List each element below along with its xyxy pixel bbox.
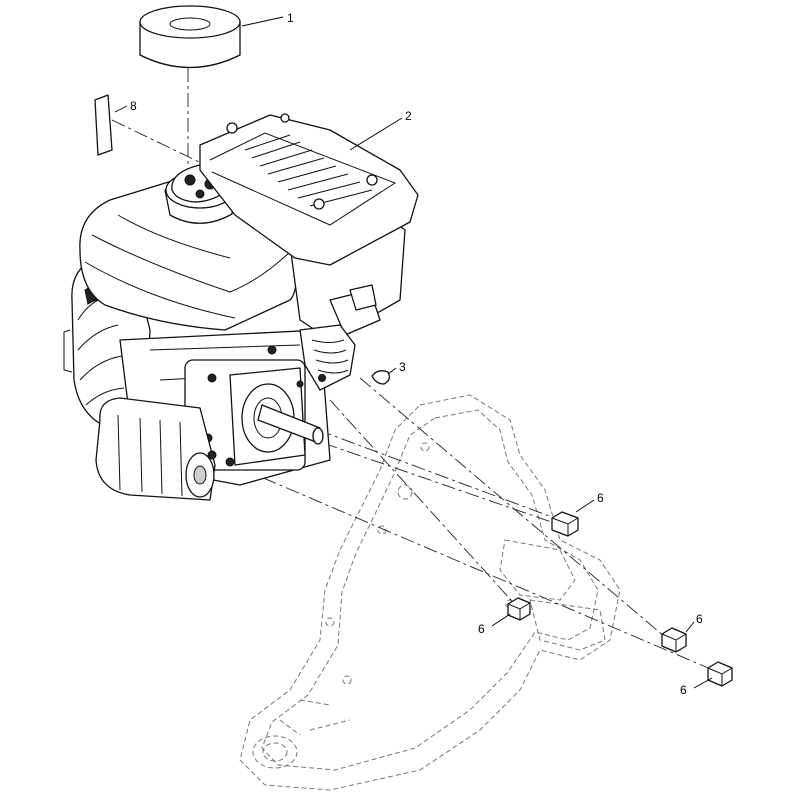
muffler-shield [199, 113, 419, 341]
callout-6d: 6 [680, 683, 687, 697]
hex-bolt-a [551, 511, 579, 537]
gasket-ring [139, 5, 241, 69]
callout-6b: 6 [478, 622, 485, 636]
callout-3: 3 [399, 360, 406, 374]
hex-bolt-b [507, 597, 531, 621]
mounting-frame [239, 394, 621, 791]
woodruff-key [371, 370, 390, 385]
callout-6c: 6 [696, 612, 703, 626]
callout-labels: 1 2 3 6 6 6 6 8 [130, 11, 703, 697]
callout-8: 8 [130, 99, 137, 113]
leader-lines [114, 16, 713, 689]
callout-1: 1 [287, 11, 294, 25]
callout-6a: 6 [597, 491, 604, 505]
hex-bolt-d [707, 661, 733, 687]
hex-bolt [507, 511, 733, 687]
engine-assembly [63, 113, 419, 501]
assembly-center-lines [111, 68, 721, 674]
shield-vent-slots [244, 134, 373, 207]
label-decal [94, 94, 113, 156]
callout-2: 2 [405, 109, 412, 123]
hex-bolt-c [661, 627, 687, 653]
